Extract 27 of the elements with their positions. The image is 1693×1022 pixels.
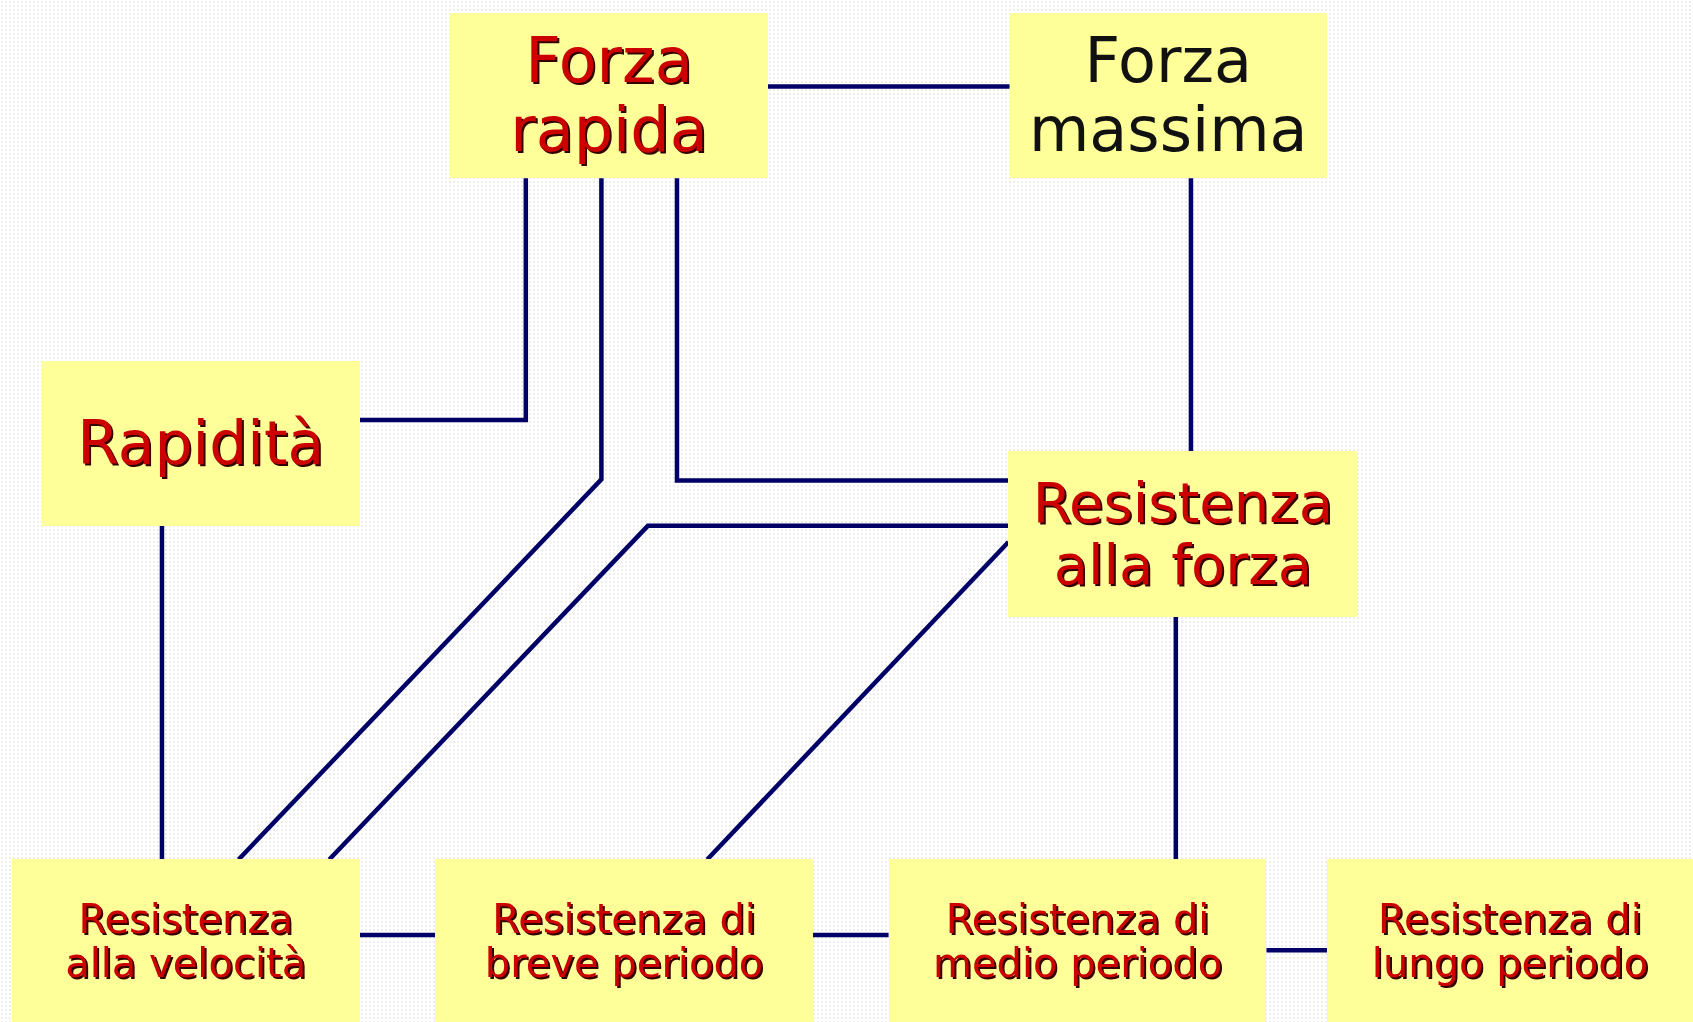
connector-line bbox=[813, 932, 889, 938]
concept-box bbox=[450, 12, 768, 179]
connector-line bbox=[327, 523, 1009, 861]
connector-line bbox=[674, 178, 1009, 483]
connector-line bbox=[359, 932, 436, 938]
concept-box bbox=[1326, 859, 1693, 1022]
connector-line bbox=[767, 84, 1010, 89]
connector-line bbox=[237, 178, 604, 861]
connector-line bbox=[159, 525, 165, 860]
concept-box bbox=[888, 859, 1267, 1022]
connector-line bbox=[1266, 947, 1327, 953]
connector-line bbox=[1188, 178, 1194, 452]
concept-label: Resistenza di medio periodo bbox=[931, 896, 1224, 985]
concept-box bbox=[11, 859, 360, 1022]
concept-label: Rapidità bbox=[77, 410, 325, 477]
concept-label: Forza rapida bbox=[509, 27, 709, 164]
concept-label: Forza massima bbox=[1027, 27, 1309, 164]
concept-box bbox=[435, 859, 813, 1022]
concept-label: Resistenza alla velocità bbox=[64, 896, 308, 985]
concept-box bbox=[1008, 451, 1358, 617]
concept-label: Resistenza di lungo periodo bbox=[1370, 896, 1650, 985]
concept-box bbox=[1009, 12, 1327, 179]
concept-box bbox=[42, 360, 360, 526]
concept-label: Resistenza di breve periodo bbox=[483, 896, 765, 985]
connector-line bbox=[1173, 616, 1179, 860]
connector-line bbox=[359, 178, 529, 423]
concept-label: Resistenza alla forza bbox=[1031, 472, 1334, 596]
